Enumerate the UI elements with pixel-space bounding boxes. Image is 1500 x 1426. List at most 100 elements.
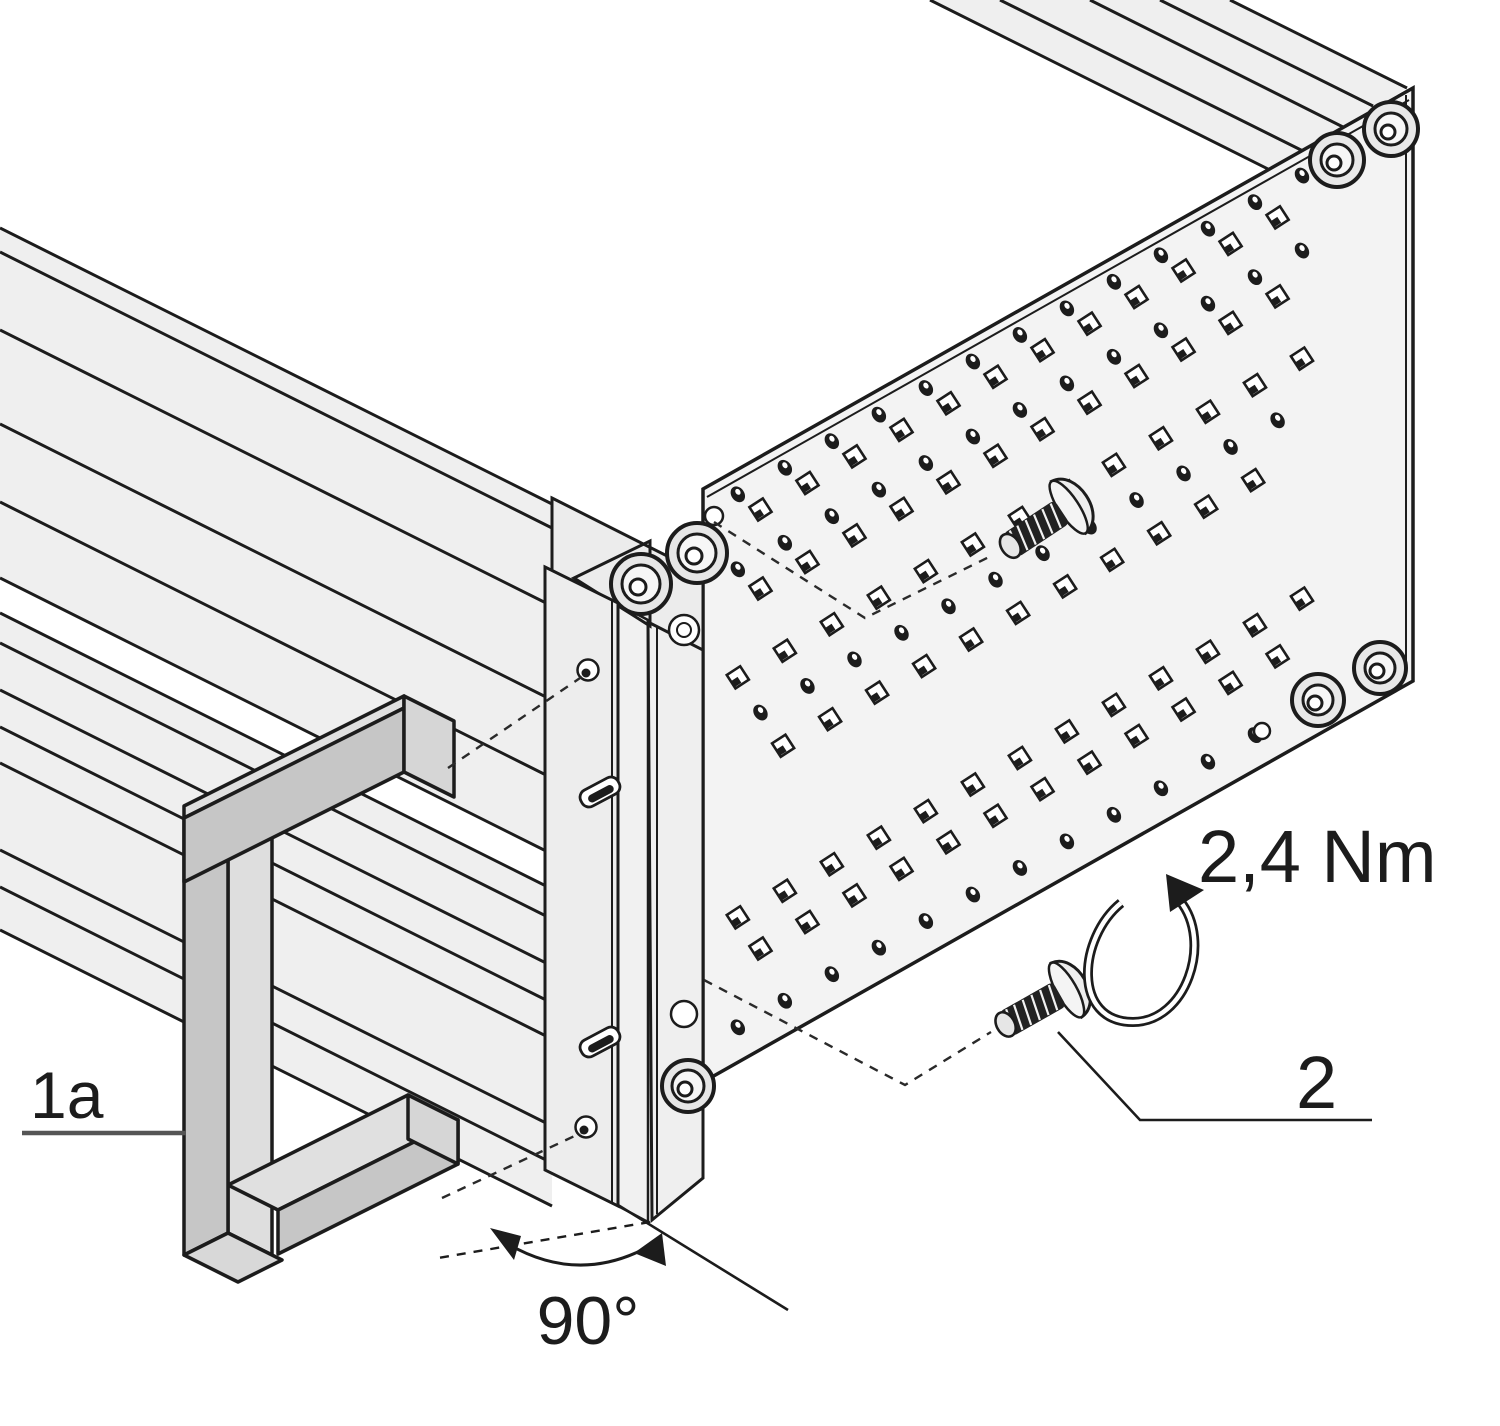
panel-hole-pattern [724, 167, 1315, 1036]
panel-square-hole-shadow [1153, 532, 1163, 543]
panel-square-hole-shadow [989, 455, 1000, 465]
panel-round-hole-highlight [992, 574, 999, 581]
panel-round-hole-highlight [945, 600, 952, 607]
panel-square-hole-shadow [1200, 506, 1210, 516]
panel-square-hole-shadow [1224, 682, 1235, 693]
panel-square-hole-shadow [1036, 349, 1047, 360]
panel-square-hole-shadow [895, 868, 906, 879]
panel-square-hole-shadow [1130, 296, 1141, 307]
panel-round-hole-highlight [1252, 196, 1258, 203]
panel-square-hole-shadow [1248, 384, 1259, 395]
panel-round-hole-highlight [1274, 414, 1281, 421]
panel-square-hole-shadow [1060, 730, 1071, 741]
panel-square-hole-shadow [1201, 411, 1212, 421]
angle-line-dashed [437, 1220, 651, 1260]
panel-square-hole-shadow [917, 665, 928, 676]
panel-square-hole-shadow [1224, 322, 1235, 333]
panel-square-hole-shadow [1271, 295, 1282, 306]
panel-square-hole-shadow [1130, 735, 1141, 746]
panel-square-hole-shadow [989, 376, 1000, 386]
panel-square-hole-shadow [872, 597, 883, 607]
panel-square-hole-shadow [848, 534, 859, 545]
panel-corner-bosses-top [1308, 100, 1420, 189]
torque-arrowhead [1166, 874, 1204, 912]
panel-round-hole-highlight [1017, 404, 1023, 411]
angle-arrowhead-left [490, 1228, 521, 1260]
panel-round-hole-highlight [1205, 298, 1211, 305]
panel-round-hole-highlight [1205, 756, 1211, 763]
leader-handle-bottom [441, 1131, 582, 1200]
top-rail-face [0, 228, 552, 854]
panel-square-hole-shadow [1130, 375, 1141, 386]
panel-round-hole-highlight [1017, 329, 1023, 336]
panel-round-hole-highlight [876, 942, 882, 949]
panel-square-hole-shadow [1154, 437, 1165, 448]
corner-bosses-top [609, 505, 729, 647]
panel-square-hole-shadow [801, 482, 812, 493]
panel-round-hole-highlight [898, 627, 905, 634]
panel-square-hole-shadow [754, 509, 764, 519]
panel-square-hole-shadow [1107, 704, 1118, 715]
panel-round-hole-highlight [1111, 276, 1117, 283]
panel-round-hole-highlight [782, 995, 788, 1002]
panel-round-hole-highlight [1064, 302, 1070, 309]
panel-square-hole-shadow [731, 916, 742, 927]
panel-square-hole-shadow [942, 841, 953, 852]
label-screw-2: 2 [1296, 1041, 1337, 1124]
panel-round-hole-highlight [1299, 170, 1305, 177]
panel-round-hole-highlight [1299, 245, 1305, 252]
panel-square-hole-shadow [1177, 709, 1188, 719]
panel-square-hole-shadow [1083, 762, 1094, 772]
panel-square-hole-shadow [1036, 788, 1047, 799]
panel-round-hole-highlight [1205, 223, 1211, 230]
panel-square-hole-shadow [1107, 464, 1118, 475]
panel-square-hole-shadow [1247, 479, 1257, 490]
panel-square-hole-shadow [966, 544, 977, 554]
panel-round-hole-highlight [735, 488, 741, 495]
panel-corner-bosses-bottom [1252, 640, 1408, 741]
angle-arrowhead-right [634, 1233, 666, 1266]
panel-square-hole-shadow [1059, 585, 1069, 596]
label-torque: 2,4 Nm [1198, 815, 1437, 898]
panel-round-hole-highlight [735, 1021, 741, 1028]
label-angle-90: 90° [537, 1283, 640, 1359]
panel-round-hole-highlight [970, 889, 976, 895]
panel-round-hole-highlight [829, 968, 835, 975]
torque-arrow-icon [1083, 874, 1204, 1028]
bracket-slot-lower [578, 1025, 622, 1059]
leader-label-2 [1057, 1031, 1372, 1122]
mounting-bracket [543, 564, 622, 1209]
panel-square-hole-shadow [1201, 651, 1212, 661]
corner-bosses-bottom [660, 999, 716, 1114]
panel-square-hole-shadow [872, 837, 883, 847]
panel-square-hole-shadow [778, 650, 789, 661]
handle-top-arm-end [402, 694, 456, 799]
panel-square-hole-shadow [895, 508, 906, 519]
panel-square-hole-shadow [989, 815, 1000, 825]
panel-round-hole-highlight [1039, 547, 1046, 554]
panel-round-hole-highlight [1133, 494, 1140, 501]
panel-square-hole-shadow [731, 676, 742, 687]
panel-square-hole-shadow [965, 639, 975, 649]
panel-square-hole-shadow [942, 402, 953, 413]
panel-round-hole-highlight [970, 431, 976, 437]
panel-square-hole-shadow [1012, 612, 1022, 623]
panel-round-hole-highlight [1180, 468, 1187, 474]
panel-round-hole-highlight [1158, 324, 1164, 331]
bracket-holes [574, 658, 622, 1139]
panel-square-hole-shadow [942, 481, 953, 492]
panel-square-hole-shadow [1154, 677, 1165, 688]
bracket-slot-upper [578, 775, 622, 809]
screw-lower [994, 959, 1092, 1038]
panel-round-hole-highlight [804, 680, 811, 687]
chassis-top-rail [0, 226, 553, 856]
panel-round-hole-highlight [829, 435, 835, 442]
panel-round-hole-highlight [851, 653, 858, 660]
panel-square-hole-shadow [1248, 624, 1259, 635]
panel-square-hole-shadow [1177, 270, 1188, 280]
panel-round-hole-highlight [876, 409, 882, 416]
chassis-bottom-rail [0, 611, 553, 1208]
panel-square-hole-shadow [776, 745, 787, 756]
